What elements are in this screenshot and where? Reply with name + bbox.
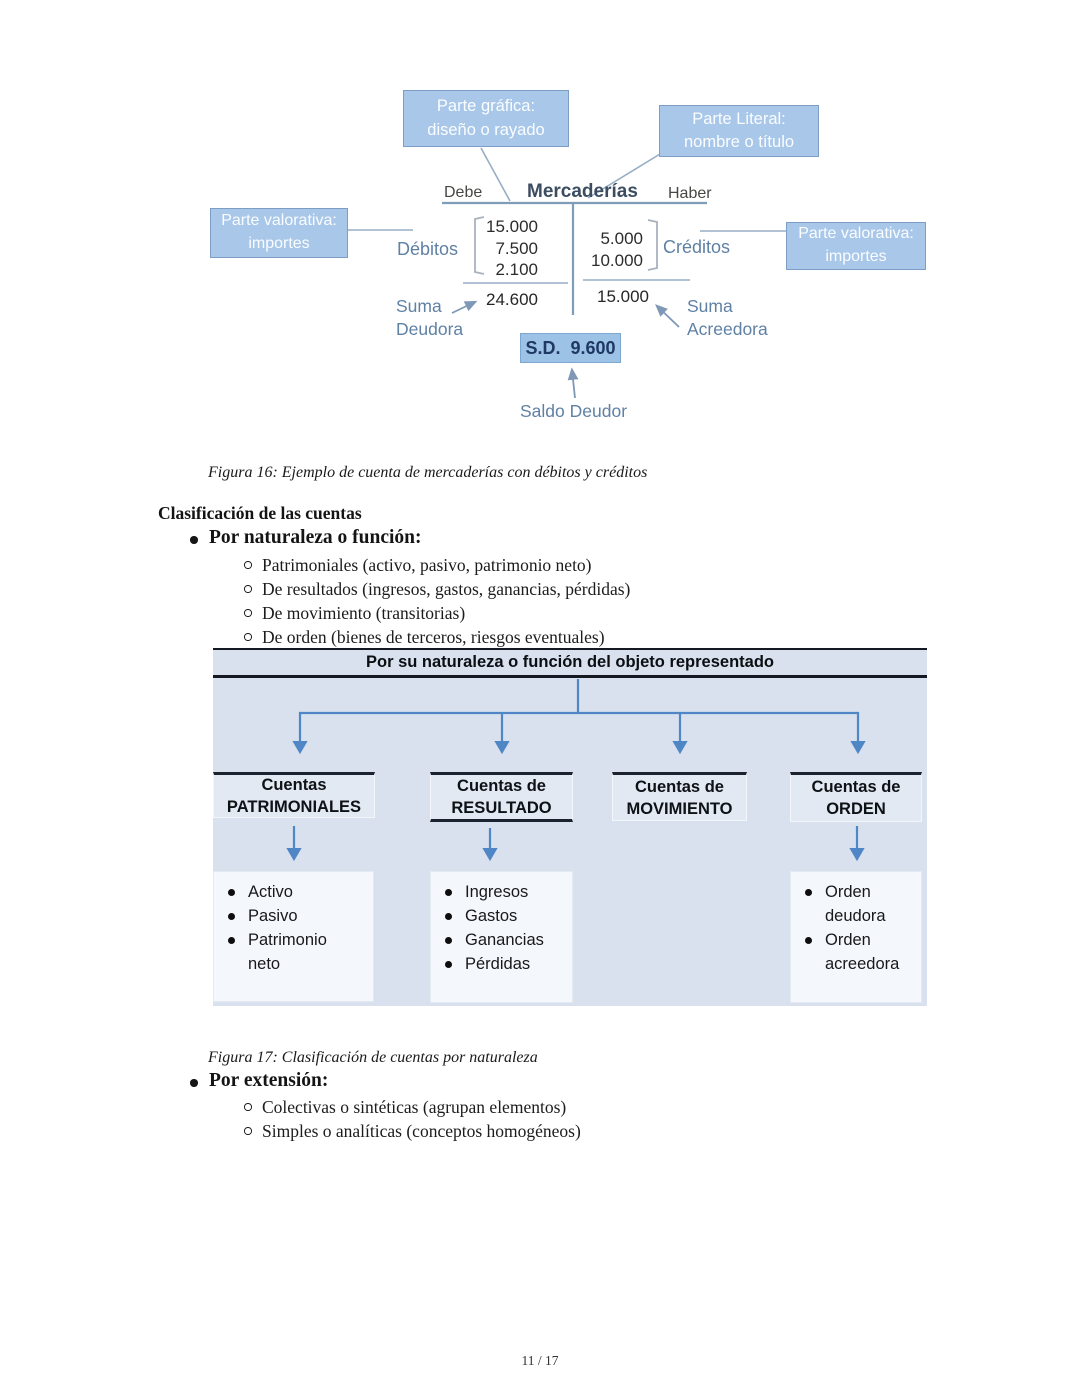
list-item: Orden acreedora [805, 928, 915, 976]
creditos-label: Créditos [663, 237, 731, 257]
list-item: De movimiento (transitorias) [262, 603, 466, 623]
bullet-extension: Por extensión: [209, 1070, 329, 1091]
section-heading: Clasificación de las cuentas [158, 503, 362, 523]
list-box-resultado: Ingresos Gastos Ganancias Pérdidas [430, 871, 573, 1003]
list-item: Pasivo [228, 904, 367, 928]
saldo-deudor-label: Saldo Deudor [520, 401, 628, 421]
page-number: 11 / 17 [521, 1353, 559, 1368]
credit-entries: 5.000 10.000 [583, 228, 643, 271]
arrow-saldo-deudor-icon [567, 367, 579, 399]
figure16-diagram: Parte gráfica: diseño o rayado Parte Lit… [0, 0, 1080, 440]
bullet-icon [190, 536, 198, 544]
bullet-icon [190, 1079, 198, 1087]
list-item: Gastos [445, 904, 566, 928]
column-header-orden: Cuentas de ORDEN [790, 772, 922, 822]
list-box-orden: Orden deudora Orden acreedora [790, 871, 922, 1003]
circle-bullet-icon [244, 1103, 252, 1111]
list-item: Ingresos [445, 880, 566, 904]
column-header-resultado: Cuentas de RESULTADO [430, 772, 573, 822]
debit-entry: 15.000 [486, 217, 538, 236]
callout-parte-literal: Parte Literal: nombre o título [659, 105, 819, 157]
credit-entry: 5.000 [600, 229, 643, 248]
bullet-icon [228, 888, 235, 896]
figure17-title-band: Por su naturaleza o función del objeto r… [213, 648, 927, 678]
figure17-title: Por su naturaleza o función del objeto r… [366, 653, 774, 671]
debit-entry: 7.500 [495, 238, 538, 258]
list-item: De orden (bienes de terceros, riesgos ev… [262, 627, 605, 647]
figure16-connector-lines [348, 147, 786, 399]
callout-parte-valorativa-right: Parte valorativa: importes [786, 222, 926, 270]
bullet-icon [445, 936, 452, 944]
column-header-movimiento: Cuentas de MOVIMIENTO [612, 772, 747, 821]
taccount-debe-label: Debe [444, 184, 483, 201]
taccount-title: Mercaderías [527, 181, 638, 202]
debit-entry: 2.100 [495, 260, 538, 279]
list-item: Pérdidas [445, 952, 566, 976]
debit-total: 24.600 [486, 290, 538, 309]
arrow-suma-acreedora-icon [655, 304, 680, 328]
suma-acreedora-label: Suma Acreedora [687, 296, 768, 339]
figure17-caption: Figura 17: Clasificación de cuentas por … [208, 1049, 538, 1066]
circle-bullet-icon [244, 633, 252, 641]
suma-deudora-label: Suma Deudora [396, 296, 464, 339]
list-item: Activo [228, 880, 367, 904]
list-item: Orden deudora [805, 880, 915, 928]
bullet-naturaleza: Por naturaleza o función: [209, 527, 422, 548]
list-item: Patrimoniales (activo, pasivo, patrimoni… [262, 555, 592, 575]
debitos-label: Débitos [397, 239, 459, 259]
callout-parte-valorativa-left: Parte valorativa: importes [210, 208, 348, 258]
credit-total: 15.000 [597, 287, 649, 306]
circle-bullet-icon [244, 561, 252, 569]
callout-parte-grafica: Parte gráfica: diseño o rayado [403, 90, 569, 147]
column-header-patrimoniales: Cuentas PATRIMONIALES [213, 772, 375, 818]
list-box-patrimoniales: Activo Pasivo Patrimonio neto [213, 871, 374, 1002]
circle-bullet-icon [244, 609, 252, 617]
credit-entry: 10.000 [591, 250, 643, 270]
figure16-caption: Figura 16: Ejemplo de cuenta de mercader… [208, 464, 648, 481]
taccount-haber-label: Haber [668, 185, 712, 202]
debit-entries: 15.000 7.500 2.100 [478, 216, 538, 281]
circle-bullet-icon [244, 1127, 252, 1135]
list-item: De resultados (ingresos, gastos, gananci… [262, 579, 631, 599]
bullet-icon [228, 912, 235, 920]
figure17-diagram: Por su naturaleza o función del objeto r… [213, 648, 927, 1006]
bullet-icon [805, 936, 812, 944]
list-item: Patrimonio neto [228, 928, 367, 976]
list-item: Ganancias [445, 928, 566, 952]
bullet-icon [445, 912, 452, 920]
bullet-icon [805, 888, 812, 896]
bullet-icon [445, 888, 452, 896]
list-item: Simples o analíticas (conceptos homogéne… [262, 1121, 581, 1141]
circle-bullet-icon [244, 585, 252, 593]
bullet-icon [445, 960, 452, 968]
bullet-icon [228, 936, 235, 944]
saldo-deudor-box: S.D. 9.600 [520, 333, 621, 363]
list-item: Colectivas o sintéticas (agrupan element… [262, 1097, 567, 1117]
